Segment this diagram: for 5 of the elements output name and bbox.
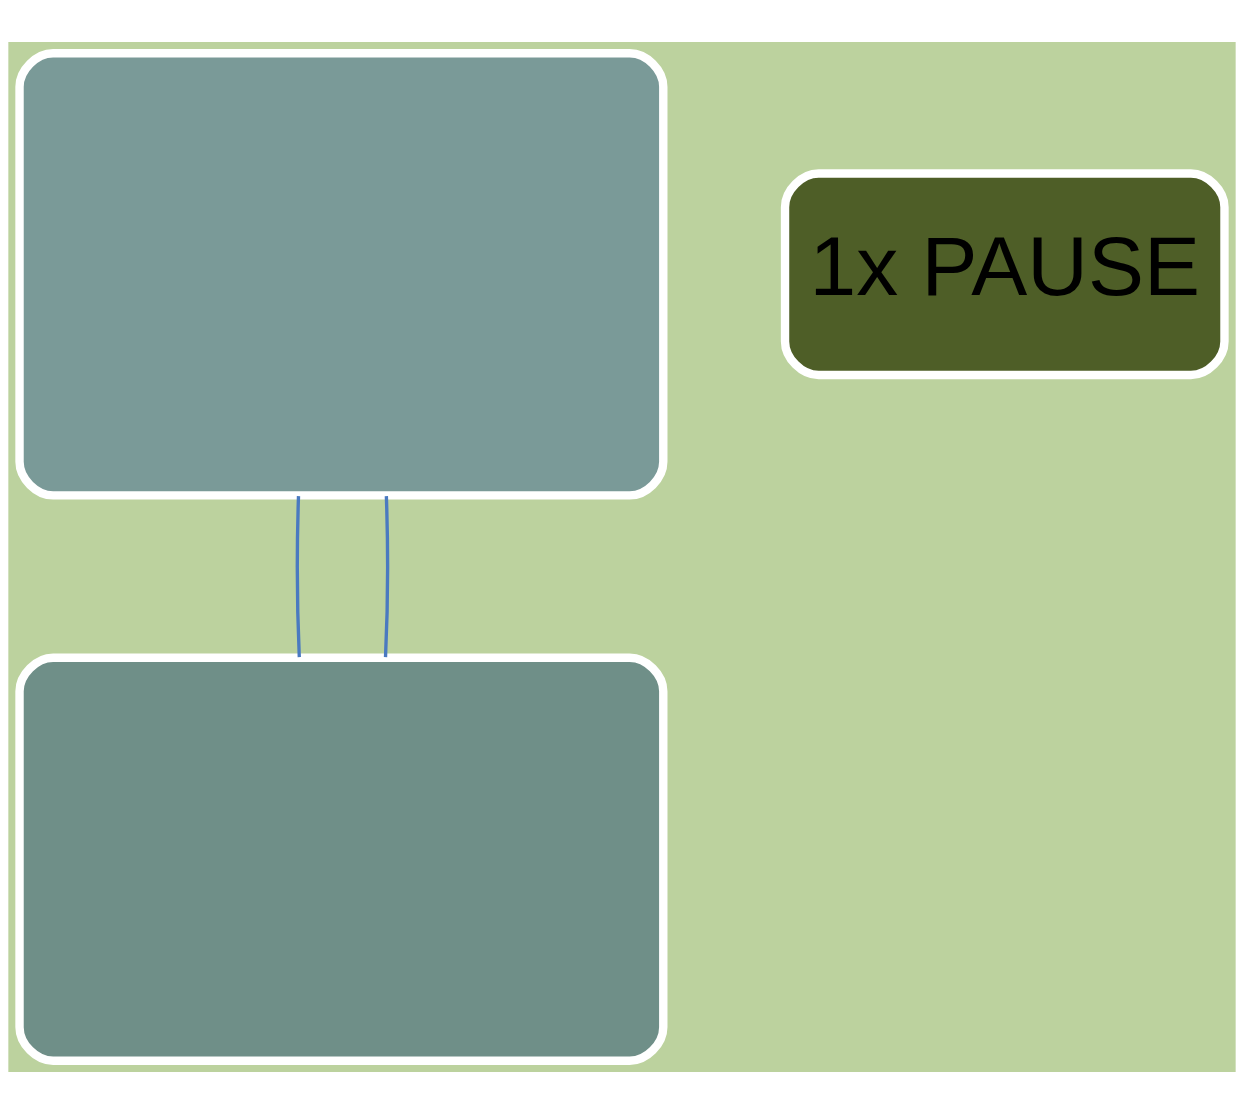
connector: [295, 496, 301, 658]
node-box: [15, 653, 668, 1065]
node-box: [15, 49, 668, 500]
node-box: 1x PAUSE: [780, 169, 1229, 380]
connector: [383, 496, 390, 658]
